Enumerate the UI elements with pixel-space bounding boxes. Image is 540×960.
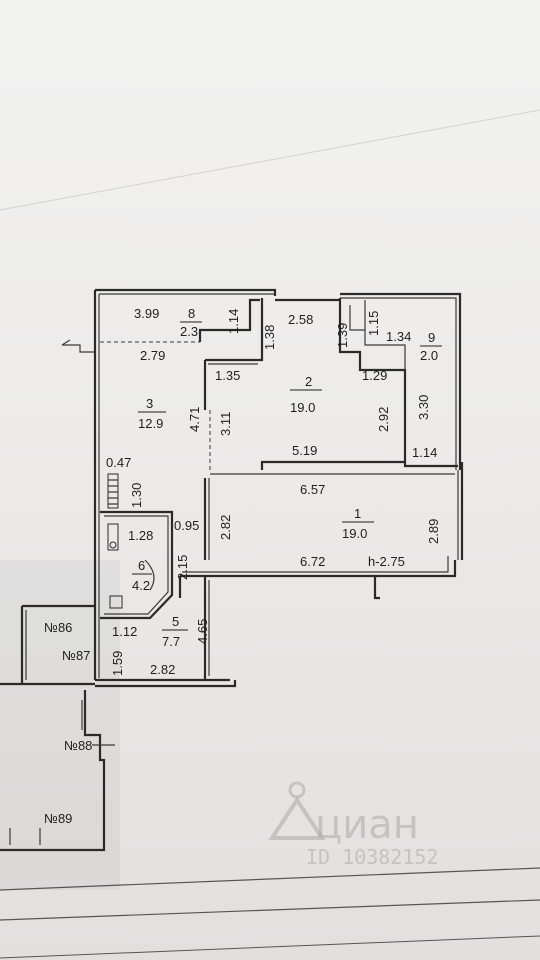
dim-3-11: 3.11 bbox=[218, 412, 233, 436]
room-3-number: 3 bbox=[146, 396, 153, 411]
neighbor-apt-88: №88 bbox=[64, 738, 92, 753]
dim-2-82-room1: 2.82 bbox=[218, 515, 233, 540]
room-labels: 8 2.3 9 2.0 2 19.0 3 12.9 1 19.0 6 4.2 5… bbox=[132, 306, 442, 649]
room-6-number: 6 bbox=[138, 558, 145, 573]
watermark-brand: циан bbox=[315, 802, 419, 848]
room-1-area: 19.0 bbox=[342, 526, 367, 541]
watermark: циан ID 10382152 bbox=[268, 781, 438, 869]
outer-walls bbox=[93, 288, 464, 682]
neighbor-walls bbox=[0, 604, 237, 852]
dim-1-38: 1.38 bbox=[262, 325, 277, 350]
neighbor-apt-87: №87 bbox=[62, 648, 90, 663]
room-8-area: 2.3 bbox=[180, 324, 198, 339]
ceiling-height: h-2.75 bbox=[368, 554, 405, 569]
room-5-number: 5 bbox=[172, 614, 179, 629]
dim-0-95: 0.95 bbox=[174, 518, 199, 533]
dim-4-71: 4.71 bbox=[187, 407, 202, 432]
dim-3-99: 3.99 bbox=[134, 306, 159, 321]
dim-1-59: 1.59 bbox=[110, 651, 125, 676]
room-9-area: 2.0 bbox=[420, 348, 438, 363]
dim-2-82-hall: 2.82 bbox=[150, 662, 175, 677]
room-2-area: 19.0 bbox=[290, 400, 315, 415]
neighbor-apt-89: №89 bbox=[44, 811, 72, 826]
room-1-number: 1 bbox=[354, 506, 361, 521]
dim-3-30: 3.30 bbox=[416, 395, 431, 420]
shadow-area bbox=[0, 560, 120, 890]
room-8-number: 8 bbox=[188, 306, 195, 321]
room-5-area: 7.7 bbox=[162, 634, 180, 649]
dim-4-65: 4.65 bbox=[195, 619, 210, 644]
dim-6-72: 6.72 bbox=[300, 554, 325, 569]
dim-1-39: 1.39 bbox=[335, 323, 350, 348]
bathroom-fixtures bbox=[107, 523, 155, 609]
room-2-number: 2 bbox=[305, 374, 312, 389]
watermark-id: ID 10382152 bbox=[306, 845, 438, 869]
cian-logo-icon bbox=[268, 781, 326, 840]
dim-0-47: 0.47 bbox=[106, 455, 131, 470]
paper-fold bbox=[0, 109, 540, 211]
room-6-area: 4.2 bbox=[132, 578, 150, 593]
dim-1-28: 1.28 bbox=[128, 528, 153, 543]
dim-2-92: 2.92 bbox=[376, 407, 391, 432]
dim-1-14-balcony: 1.14 bbox=[412, 445, 437, 460]
inner-walls bbox=[100, 298, 458, 680]
room-3-area: 12.9 bbox=[138, 416, 163, 431]
dim-1-14-closet: 1.14 bbox=[226, 309, 241, 334]
dim-5-19: 5.19 bbox=[292, 443, 317, 458]
dim-2-15: 2.15 bbox=[175, 555, 190, 580]
dim-6-57: 6.57 bbox=[300, 482, 325, 497]
dimension-labels: 3.99 1.14 1.38 2.58 1.39 1.15 1.34 2.79 … bbox=[106, 306, 441, 677]
dim-1-35: 1.35 bbox=[215, 368, 240, 383]
dim-2-58: 2.58 bbox=[288, 312, 313, 327]
dim-1-34: 1.34 bbox=[386, 329, 411, 344]
neighbor-labels: №86 №87 №88 №89 bbox=[44, 620, 92, 826]
dim-1-29: 1.29 bbox=[362, 368, 387, 383]
dim-1-15: 1.15 bbox=[366, 311, 381, 336]
dim-1-30: 1.30 bbox=[129, 483, 144, 508]
sheet-border-lines bbox=[0, 867, 540, 959]
dim-1-12: 1.12 bbox=[112, 624, 137, 639]
dim-2-79: 2.79 bbox=[140, 348, 165, 363]
neighbor-apt-86: №86 bbox=[44, 620, 72, 635]
room-9-number: 9 bbox=[428, 330, 435, 345]
entry-stub bbox=[61, 339, 95, 353]
dim-2-89: 2.89 bbox=[426, 519, 441, 544]
